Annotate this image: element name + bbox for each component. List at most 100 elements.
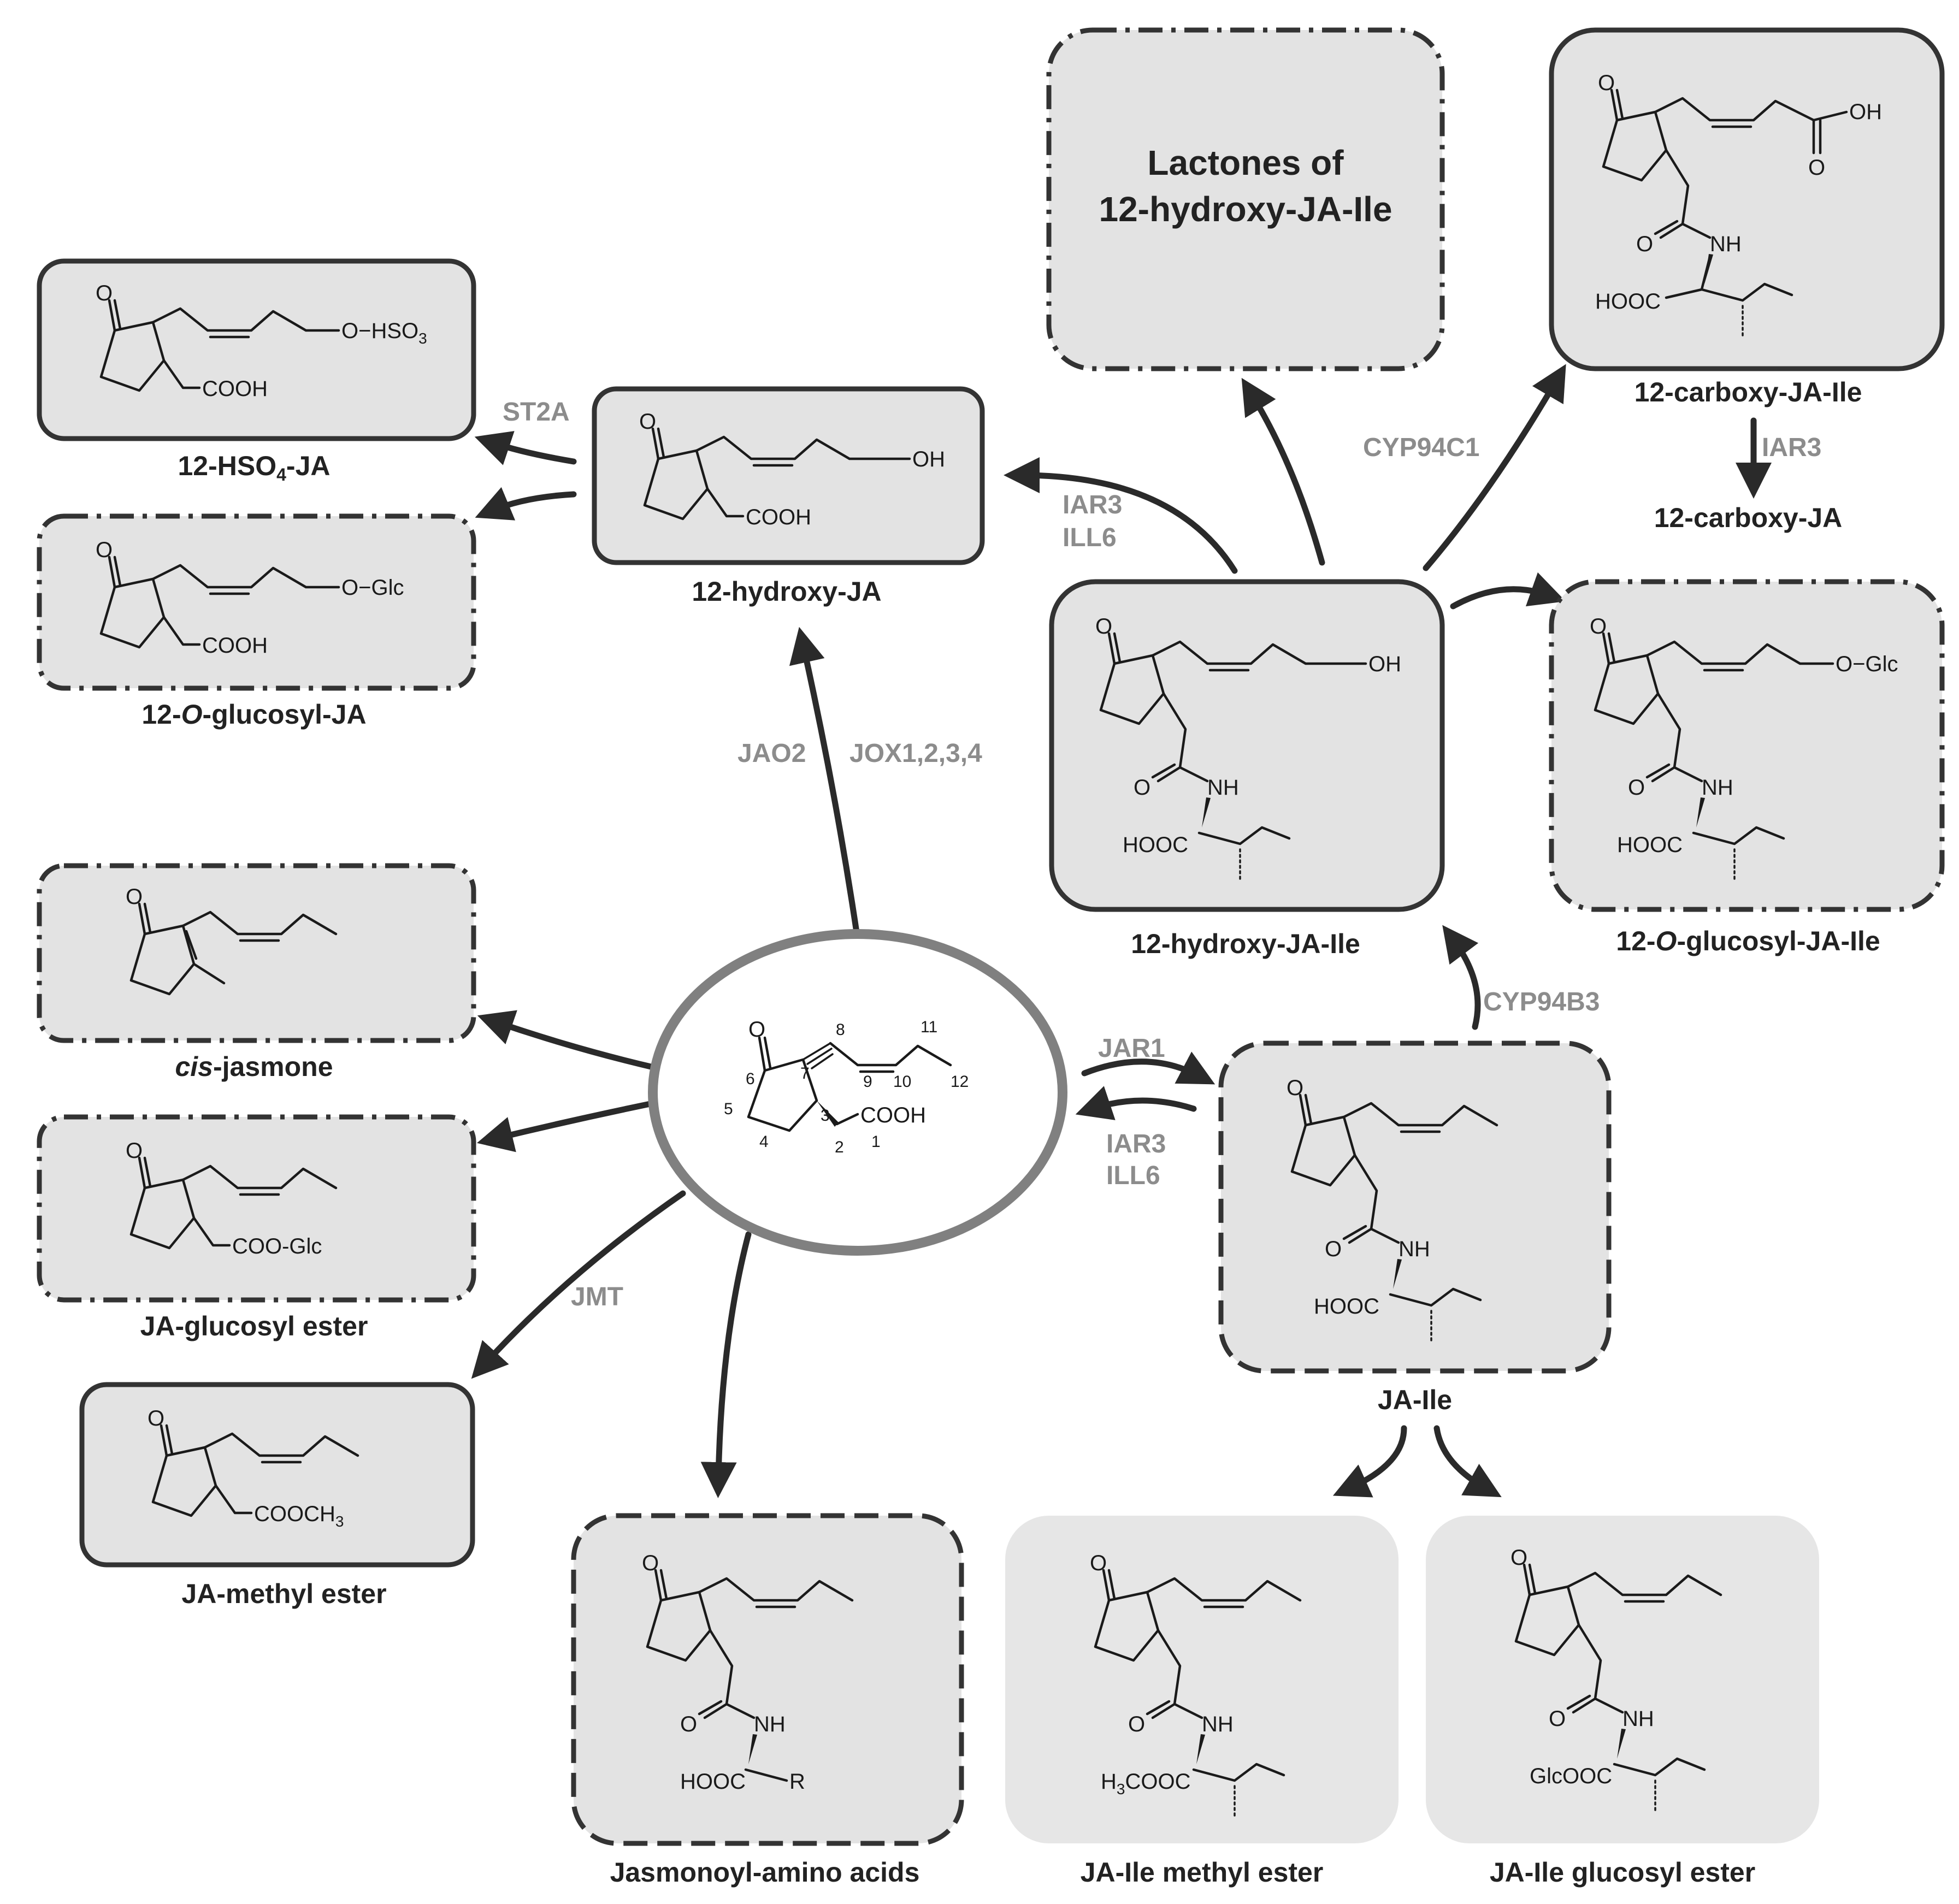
structure-12-hso4-ja: O COOH O−HSO3: [96, 281, 427, 401]
label-ja-ile: JA-Ile: [1378, 1385, 1452, 1415]
compound-12-o-glucosyl-ja-ile: O O−Glc O NH HOOC 12-O-glucosyl-JA-Ile: [1549, 579, 1945, 956]
label-12-carboxy-ja-ile: 12-carboxy-JA-Ile: [1635, 377, 1862, 407]
compound-ja-ile-methyl-ester: O O NH H3COOC JA-Ile methyl ester: [1005, 1516, 1399, 1888]
svg-text:O: O: [1590, 614, 1607, 638]
svg-text:O−HSO3: O−HSO3: [341, 319, 427, 347]
enzyme-st2a: ST2A: [503, 398, 570, 427]
structure-ja-glucosyl-ester: O COO-Glc: [126, 1139, 338, 1258]
svg-text:O: O: [126, 885, 143, 909]
svg-text:H3COOC: H3COOC: [1101, 1770, 1190, 1797]
structure-ja-ile-methyl-ester: O O NH H3COOC: [1090, 1551, 1302, 1817]
ja-num-7: 7: [800, 1065, 810, 1083]
arrows: [471, 364, 1772, 1498]
svg-text:O: O: [1510, 1546, 1527, 1570]
ja-num-1: 1: [871, 1133, 881, 1151]
svg-text:HOOC: HOOC: [680, 1770, 746, 1794]
svg-text:O: O: [639, 410, 656, 434]
box-lactones: [1046, 27, 1445, 371]
compound-12-o-glucosyl-ja: O COOH O−Glc 12-O-glucosyl-JA: [37, 513, 476, 730]
svg-text:HOOC: HOOC: [1617, 833, 1683, 857]
svg-text:O: O: [1628, 776, 1645, 800]
svg-text:HOOC: HOOC: [1595, 289, 1661, 314]
structure-jasmonoyl-amino-acids: O O NH HOOC R: [642, 1551, 854, 1794]
ja-cooh: COOH: [860, 1103, 926, 1127]
lactones-line1: Lactones of: [1147, 143, 1344, 182]
svg-text:O: O: [147, 1406, 164, 1430]
svg-text:COOH: COOH: [746, 505, 811, 529]
svg-text:O: O: [680, 1712, 697, 1736]
svg-text:COOH: COOH: [202, 634, 268, 658]
structure-12-hydroxy-ja: O COOH OH: [639, 410, 945, 529]
svg-text:OH: OH: [912, 447, 945, 471]
svg-text:COO-Glc: COO-Glc: [232, 1234, 322, 1258]
compound-ja-glucosyl-ester: O COO-Glc JA-glucosyl ester: [37, 1114, 476, 1341]
svg-text:O: O: [1549, 1707, 1566, 1731]
compound-12-carboxy-ja-ile: O OH O O NH HOOC 12-carboxy-JA-Ile 12-ca…: [1549, 27, 1945, 533]
arrow-hydroxyjaile-to-lactones: [1241, 377, 1325, 566]
box-12-o-glucosyl-ja: [37, 513, 476, 691]
svg-text:O: O: [1090, 1551, 1107, 1575]
enzyme-iar3-upper: IAR3: [1063, 490, 1122, 519]
svg-text:O: O: [642, 1551, 659, 1575]
svg-text:O: O: [96, 538, 113, 562]
label-jasmonoyl-amino-acids: Jasmonoyl-amino acids: [610, 1857, 920, 1888]
box-ja-ile-glucosyl-ester: [1426, 1516, 1819, 1843]
svg-text:NH: NH: [1710, 232, 1742, 256]
svg-text:O: O: [1808, 156, 1825, 180]
svg-text:O: O: [96, 281, 113, 305]
box-cis-jasmone: [37, 863, 476, 1043]
box-jasmonoyl-amino-acids: [571, 1513, 964, 1846]
arrow-hydroxyjaile-to-glucosyljaile: [1450, 572, 1566, 610]
enzyme-cyp94b3: CYP94B3: [1483, 988, 1600, 1016]
svg-text:COOH: COOH: [202, 377, 268, 401]
enzyme-iar3-right: IAR3: [1762, 433, 1821, 462]
compound-lactones: Lactones of 12-hydroxy-JA-Ile: [1046, 27, 1445, 371]
label-ja-ile-methyl-ester: JA-Ile methyl ester: [1081, 1857, 1324, 1888]
compound-ja-ile-glucosyl-ester: O O NH GlcOOC JA-Ile glucosyl ester: [1426, 1516, 1819, 1888]
label-cis-jasmone: cis-jasmone: [175, 1051, 333, 1082]
svg-text:R: R: [789, 1770, 805, 1794]
arrow-jaile-to-methyl: [1332, 1425, 1407, 1498]
ja-num-2: 2: [835, 1138, 844, 1156]
structure-ja-ile: O O NH HOOC: [1287, 1076, 1498, 1342]
structure-12-hydroxy-ja-ile: O OH O NH HOOC: [1095, 614, 1401, 880]
svg-text:HOOC: HOOC: [1123, 833, 1188, 857]
label-ja-glucosyl-ester: JA-glucosyl ester: [140, 1311, 368, 1341]
structure-ja-methyl-ester: O COOCH3: [147, 1406, 359, 1530]
box-12-o-glucosyl-ja-ile: [1549, 579, 1945, 912]
box-ja-ile-methyl-ester: [1005, 1516, 1399, 1843]
enzyme-cyp94c1: CYP94C1: [1363, 433, 1479, 462]
box-12-hydroxy-ja: [592, 386, 985, 565]
enzyme-jmt: JMT: [571, 1282, 623, 1311]
svg-text:O: O: [1287, 1076, 1303, 1100]
svg-text:O: O: [1128, 1712, 1145, 1736]
enzyme-jar1: JAR1: [1098, 1034, 1165, 1063]
arrow-hydroxyjaile-to-carboxy: [1423, 364, 1566, 571]
svg-text:NH: NH: [1622, 1707, 1654, 1731]
svg-text:O: O: [126, 1139, 143, 1163]
label-12-hydroxy-ja-ile: 12-hydroxy-JA-Ile: [1131, 929, 1360, 959]
ja-num-10: 10: [893, 1073, 911, 1091]
box-ja-ile: [1218, 1040, 1612, 1374]
svg-text:OH: OH: [1368, 652, 1401, 676]
center-jasmonic-acid: O COOH 1 2 3 4 5 6 7 8 9 10 11 12: [648, 929, 1067, 1256]
arrow-jaile-to-center: [1075, 1086, 1197, 1120]
lactones-line2: 12-hydroxy-JA-Ile: [1099, 190, 1392, 229]
svg-text:O: O: [1095, 614, 1112, 638]
compound-12-hydroxy-ja: O COOH OH 12-hydroxy-JA: [592, 386, 985, 607]
svg-text:O−Glc: O−Glc: [1836, 652, 1898, 676]
svg-text:O: O: [1134, 776, 1150, 800]
arrow-center-to-aminoacids: [700, 1231, 752, 1498]
ja-num-4: 4: [759, 1133, 769, 1151]
label-ja-ile-glucosyl-ester: JA-Ile glucosyl ester: [1490, 1857, 1755, 1888]
enzyme-jao2: JAO2: [737, 739, 806, 768]
label-12-hydroxy-ja: 12-hydroxy-JA: [692, 576, 881, 607]
compound-ja-methyl-ester: O COOCH3 JA-methyl ester: [79, 1382, 475, 1609]
enzyme-ill6-upper: ILL6: [1063, 523, 1117, 552]
svg-text:NH: NH: [1207, 776, 1239, 800]
structure-cis-jasmone: O: [126, 885, 338, 996]
ja-num-3: 3: [821, 1107, 830, 1125]
arrow-center-to-hydroxy-ja: [789, 626, 861, 943]
ja-num-12: 12: [951, 1073, 969, 1091]
arrow-center-to-cisjasmone: [477, 1010, 659, 1071]
